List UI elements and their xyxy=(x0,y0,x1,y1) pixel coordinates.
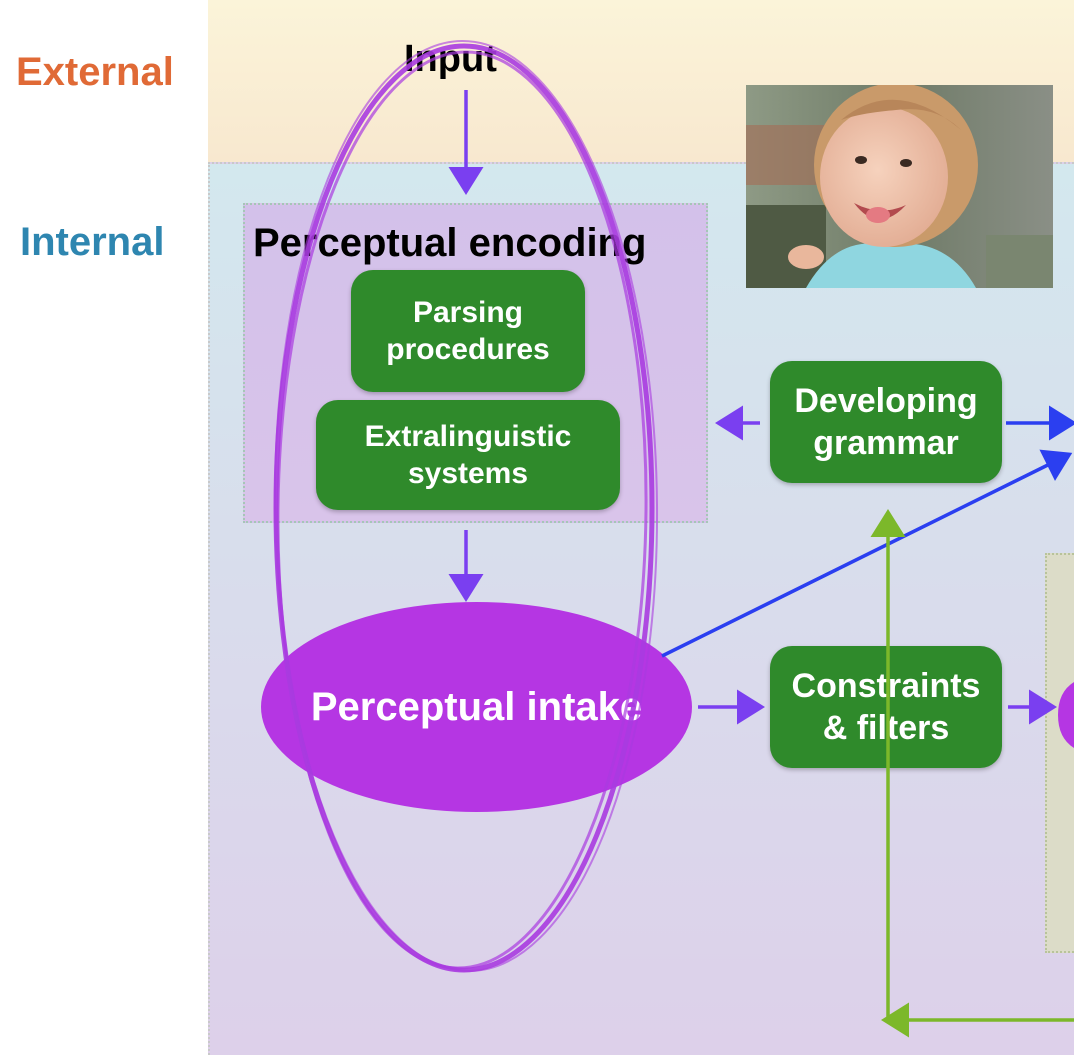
developing-grammar-box: Developing grammar xyxy=(770,361,1002,483)
extralinguistic-systems-box: Extralinguistic systems xyxy=(316,400,620,510)
smiling-child-photo xyxy=(746,85,1053,288)
perceptual-encoding-title: Perceptual encoding xyxy=(253,221,647,265)
right-partial-box xyxy=(1045,553,1074,953)
internal-label: Internal xyxy=(20,220,165,264)
constraints-filters-box: Constraints & filters xyxy=(770,646,1002,768)
perceptual-intake-ellipse: Perceptual intake xyxy=(261,602,692,812)
parsing-procedures-box: Parsing procedures xyxy=(351,270,585,392)
photo-illustration xyxy=(746,85,1053,288)
external-label: External xyxy=(16,50,174,94)
input-label: Input xyxy=(404,38,497,80)
